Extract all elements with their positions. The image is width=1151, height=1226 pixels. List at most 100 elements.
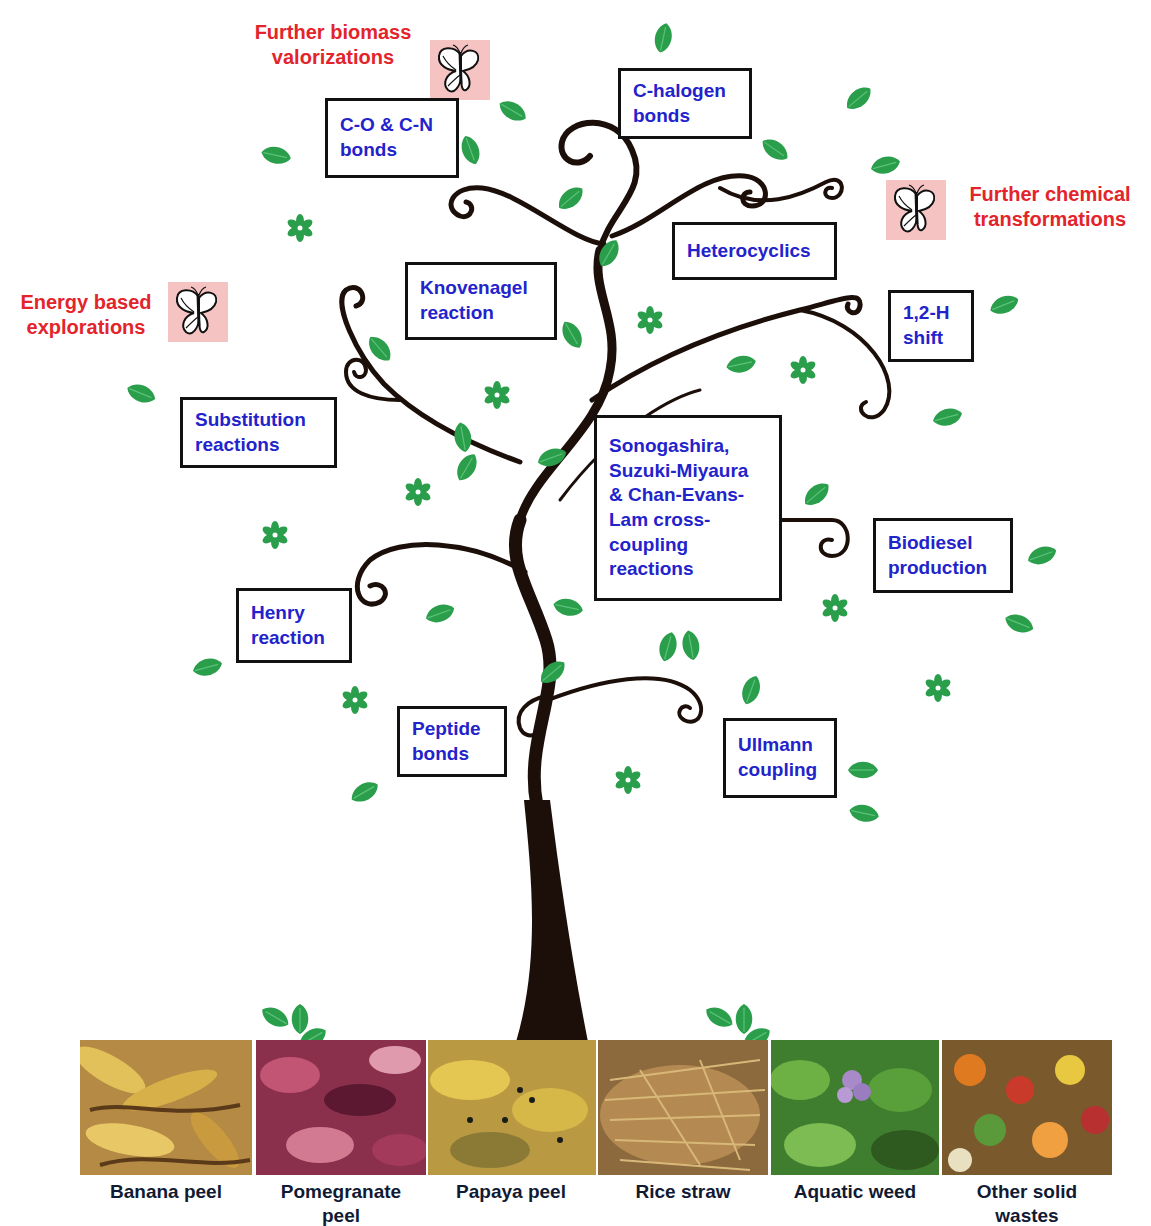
flower <box>924 674 952 702</box>
leaf <box>869 153 902 177</box>
reaction-label: Henry reaction <box>251 601 337 650</box>
reaction-box: Peptide bonds <box>397 706 507 777</box>
weed-leaf <box>771 1060 830 1100</box>
waste-piece <box>1032 1122 1068 1158</box>
theme-label: Energy based explorations <box>6 290 166 340</box>
reaction-box: Knovenagel reaction <box>405 262 557 340</box>
reaction-label: Ullmann coupling <box>738 733 822 782</box>
leaf <box>680 629 701 661</box>
leaf <box>1002 610 1036 637</box>
papaya-peel-photo <box>428 1040 596 1175</box>
banana-peel-photo <box>80 1040 252 1175</box>
reaction-box: Ullmann coupling <box>723 718 837 798</box>
tree-branch <box>780 520 848 556</box>
peel-piece <box>83 1117 177 1162</box>
seed <box>557 1137 563 1143</box>
leaf <box>552 596 585 618</box>
aquatic-weed-photo <box>771 1040 939 1175</box>
flower <box>341 686 369 714</box>
leaf <box>554 182 588 214</box>
rice-straw-photo <box>598 1040 768 1175</box>
weed-leaf <box>784 1123 856 1167</box>
leaf <box>702 1002 736 1031</box>
leaf <box>458 133 484 167</box>
leaf <box>987 291 1021 318</box>
leaf <box>842 82 876 114</box>
seed <box>529 1097 535 1103</box>
photo-caption: Papaya peel <box>436 1180 586 1204</box>
leaf <box>1025 543 1059 569</box>
peel-piece <box>512 1088 588 1132</box>
leaf <box>292 1004 309 1034</box>
leaf <box>260 144 293 166</box>
leaf <box>452 450 481 484</box>
reaction-label: Sonogashira, Suzuki-Miyaura & Chan-Evans… <box>609 434 767 582</box>
leaf <box>736 1004 753 1034</box>
reaction-box: Substitution reactions <box>180 397 337 468</box>
peel-piece <box>430 1060 510 1100</box>
leaf <box>124 380 158 407</box>
leaf <box>656 630 680 663</box>
reaction-box: C-O & C-N bonds <box>325 98 459 178</box>
leaf <box>348 777 382 806</box>
flower <box>789 356 817 384</box>
leaf <box>258 1002 292 1031</box>
photo-ground <box>428 1040 596 1175</box>
weed-flower <box>837 1087 853 1103</box>
leaf <box>848 762 878 779</box>
leaf <box>848 802 881 824</box>
tree-branch <box>346 360 400 400</box>
tree-stem <box>515 520 550 806</box>
leaf <box>725 353 758 375</box>
waste-piece <box>1055 1055 1085 1085</box>
leaf <box>496 96 530 125</box>
weed-leaf <box>871 1130 939 1170</box>
butterfly-icon <box>430 40 490 100</box>
waste-piece <box>1081 1106 1109 1134</box>
flower <box>261 521 289 549</box>
reaction-box: C-halogen bonds <box>618 68 752 139</box>
photo-caption: Pomegranate peel <box>266 1180 416 1226</box>
reaction-box: Sonogashira, Suzuki-Miyaura & Chan-Evans… <box>594 415 782 601</box>
weed-flower <box>853 1083 871 1101</box>
waste-piece <box>974 1114 1006 1146</box>
leaf <box>594 236 623 270</box>
leaf <box>364 332 396 366</box>
solid-waste-photo <box>942 1040 1112 1175</box>
leaf <box>535 445 569 471</box>
leaf <box>931 405 964 429</box>
reaction-label: Substitution reactions <box>195 408 322 457</box>
tree-branch <box>548 678 701 721</box>
seed <box>502 1117 508 1123</box>
flower <box>483 381 511 409</box>
reaction-box: Heterocyclics <box>672 222 837 280</box>
tree-branch <box>357 545 525 605</box>
seed <box>467 1117 473 1123</box>
reaction-label: Heterocyclics <box>687 239 822 264</box>
peel-piece <box>324 1084 396 1116</box>
photo-caption: Rice straw <box>608 1180 758 1204</box>
leaf <box>758 134 792 165</box>
tree-branch <box>519 696 546 735</box>
reaction-label: Knovenagel reaction <box>420 276 542 325</box>
butterfly-icon <box>168 282 228 342</box>
theme-label: Further biomass valorizations <box>238 20 428 70</box>
waste-piece <box>1006 1076 1034 1104</box>
photo-caption: Aquatic weed <box>780 1180 930 1204</box>
butterfly-icon <box>886 180 946 240</box>
peel-piece <box>369 1046 421 1074</box>
flower <box>286 214 314 242</box>
leaf <box>800 478 834 510</box>
leaf <box>652 21 674 54</box>
reaction-box: Henry reaction <box>236 588 352 663</box>
reaction-box: 1,2-H shift <box>888 290 974 362</box>
flower <box>614 766 642 794</box>
flower <box>821 594 849 622</box>
leaf <box>452 421 473 453</box>
tree-trunk <box>516 800 588 1042</box>
leaf <box>738 673 764 707</box>
flower <box>404 478 432 506</box>
reaction-label: Peptide bonds <box>412 717 492 766</box>
waste-piece <box>948 1148 972 1172</box>
